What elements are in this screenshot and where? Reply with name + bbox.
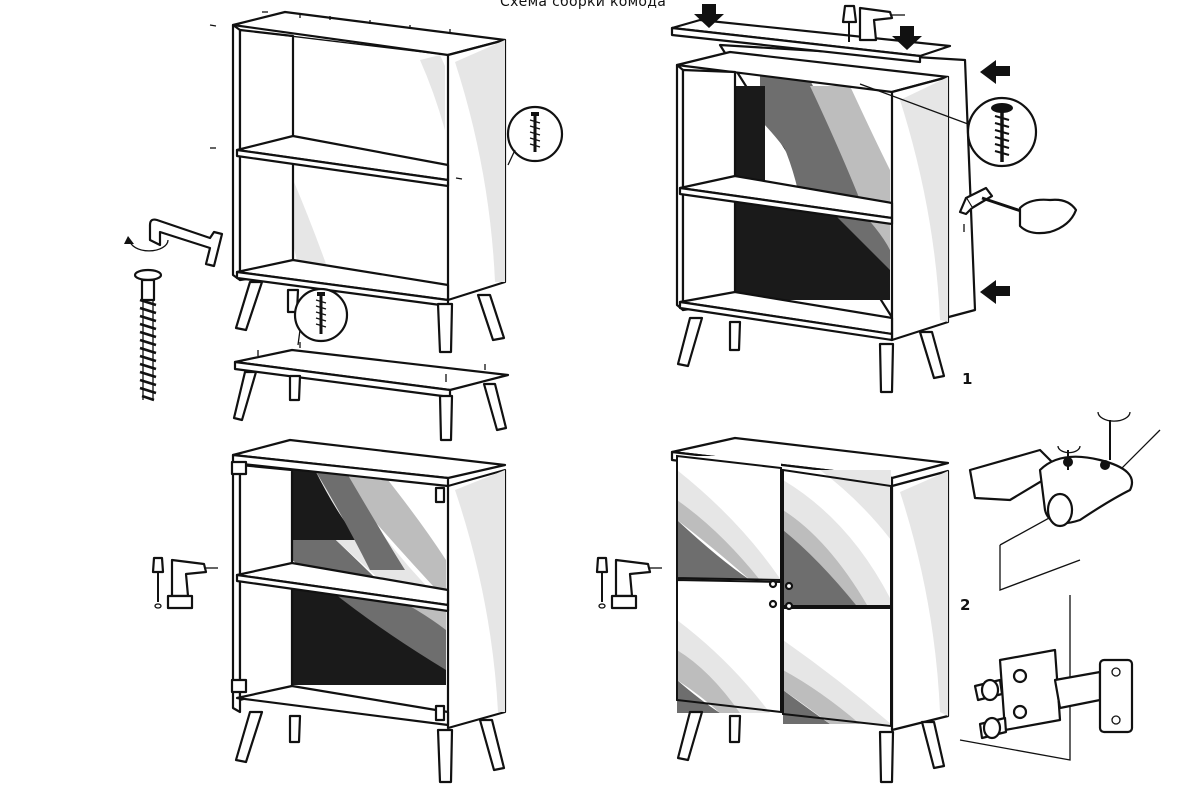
hinge-icon: [968, 411, 1161, 591]
assembled-chest-bottom-right: [670, 436, 950, 784]
hinge-icon: [959, 595, 1134, 761]
hex-key-icon: [124, 218, 224, 268]
drill-icon: [166, 558, 218, 610]
arrow-icon: [694, 4, 1010, 304]
hammer-icon: [958, 186, 1078, 235]
rotation-icon: [124, 236, 134, 244]
wood-screw-icon: [859, 83, 1038, 168]
base-plinth: [232, 342, 510, 442]
hinge-icon: [230, 460, 446, 722]
step-label-2: 2: [960, 596, 971, 614]
wood-screw-icon: [293, 287, 349, 346]
screwdriver-icon: [595, 556, 609, 609]
diagram-title: Схема сборки комода: [500, 0, 667, 10]
drill-icon: [841, 4, 905, 42]
carcass-with-hinges-bottom-left: [230, 438, 507, 784]
screwdriver-icon: [151, 556, 165, 609]
carcass-with-back-top-right: [670, 18, 977, 394]
confirmat-screw-icon: [133, 268, 163, 402]
drill-icon: [610, 558, 662, 610]
carcass-frame-top-left: [209, 10, 507, 354]
step-label-1: 1: [962, 370, 973, 388]
wood-screw-icon: [506, 105, 564, 166]
